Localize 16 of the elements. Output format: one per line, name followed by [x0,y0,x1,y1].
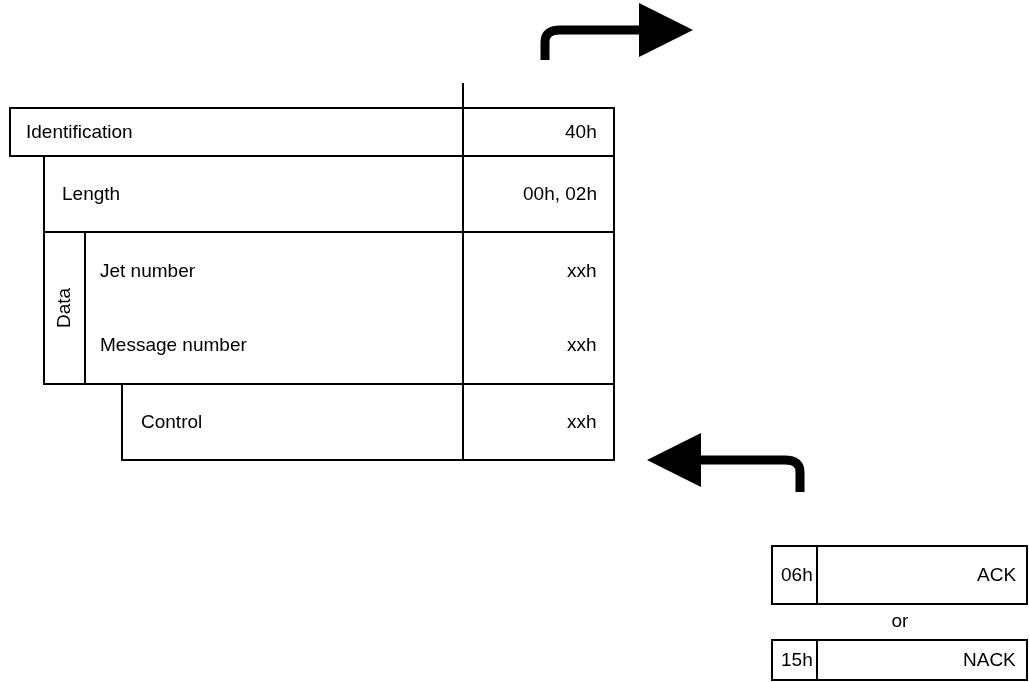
field-value: xxh [567,411,597,433]
response-name: ACK [977,564,1017,586]
response-name: NACK [963,649,1016,671]
group-label: Data [53,287,76,329]
field-value: xxh [567,334,597,356]
field-value: 00h, 02h [523,183,597,205]
field-value: 40h [565,121,597,143]
separator-word: or [891,610,909,632]
field-name: Identification [26,121,133,143]
field-value: xxh [567,260,597,282]
field-name: Length [62,183,121,205]
field-name: Message number [100,334,247,356]
code-value: 15h [781,649,813,671]
field-name: Jet number [100,260,196,282]
field-name: Control [141,411,203,433]
code-value: 06h [781,564,813,586]
